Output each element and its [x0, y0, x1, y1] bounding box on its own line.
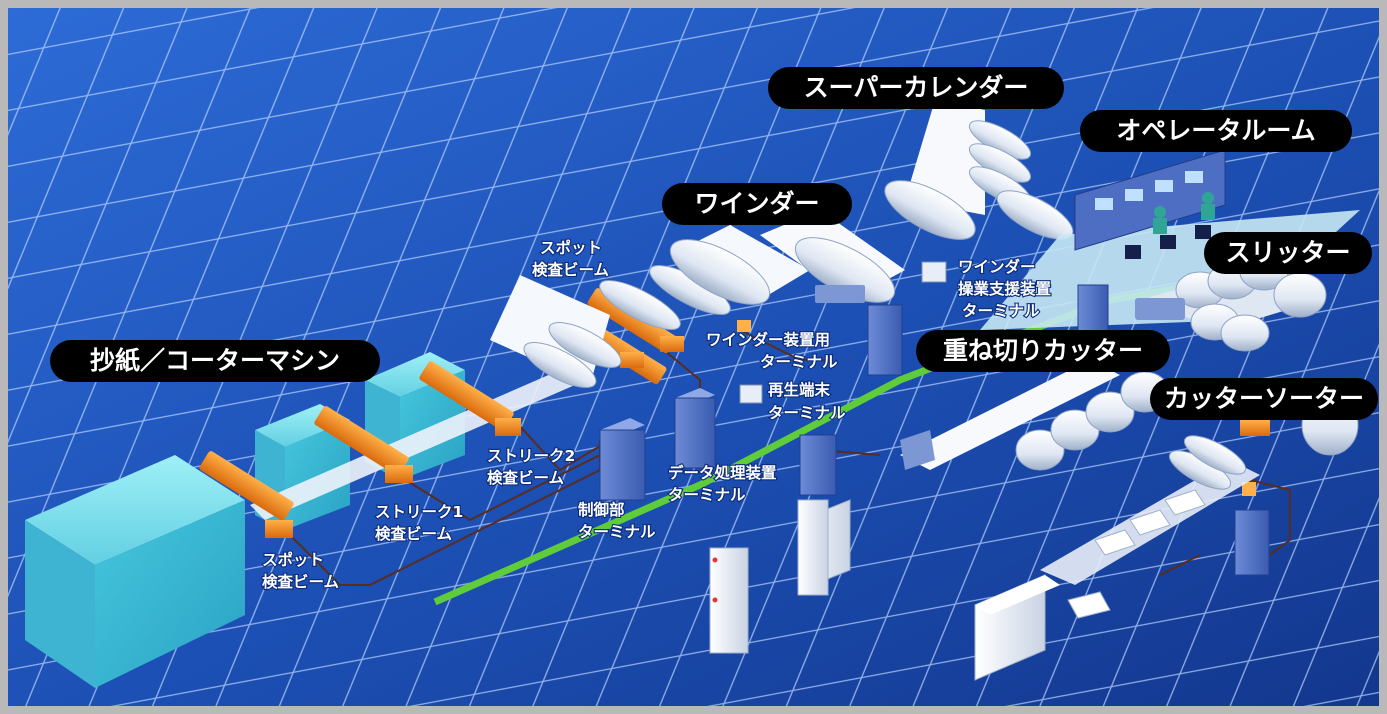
label-line: スポット — [262, 550, 324, 569]
winder-machine — [669, 210, 905, 305]
label-streak-beam-2: ストリーク2 検査ビーム — [486, 446, 576, 488]
pc-terminals — [739, 261, 947, 404]
station-title-paper-machine: 抄紙／コーターマシン — [50, 340, 380, 382]
station-title-winder: ワインダー — [662, 183, 852, 225]
station-label: スーパーカレンダー — [804, 73, 1029, 102]
station-label: スリッター — [1225, 238, 1350, 267]
terminal-cabinets — [599, 284, 1270, 576]
label-control-terminal: 制御部 ターミナル — [577, 499, 657, 542]
label-playback-terminal: 再生端末 ターミナル — [767, 379, 847, 423]
label-line: 再生端末 — [768, 380, 831, 399]
label-line: 検査ビーム — [532, 260, 609, 279]
label-line: ワインダー — [958, 257, 1036, 276]
supercalender-machine — [884, 100, 1074, 240]
label-line: 検査ビーム — [487, 468, 564, 487]
label-spot-beam-1: スポット 検査ビーム — [261, 549, 340, 592]
label-line: 操業支援装置 — [958, 279, 1051, 298]
label-streak-beam-1: ストリーク1 検査ビーム — [374, 502, 464, 544]
label-line: 検査ビーム — [375, 524, 452, 543]
station-title-slitter: スリッター — [1204, 232, 1372, 274]
label-line: スポット — [540, 238, 602, 257]
station-label: ワインダー — [694, 189, 819, 218]
station-title-operator-room: オペレータルーム — [1080, 110, 1352, 152]
label-spot-beam-2: スポット 検査ビーム — [531, 237, 610, 280]
station-title-cutter-sorter: カッターソーター — [1150, 378, 1378, 420]
label-line: 制御部 — [578, 500, 625, 519]
station-title-supercalender: スーパーカレンダー — [768, 67, 1064, 109]
station-label: オペレータルーム — [1116, 116, 1315, 145]
label-line: ターミナル — [962, 302, 1040, 320]
label-line: ターミナル — [760, 353, 838, 371]
label-line: ストリーク2 — [487, 447, 575, 465]
label-winder-device-terminal: ワインダー装置用 ターミナル — [705, 329, 839, 372]
label-line: ストリーク1 — [375, 503, 463, 521]
label-line: 検査ビーム — [262, 572, 339, 591]
label-line: ターミナル — [578, 523, 656, 541]
label-line: ターミナル — [768, 404, 846, 422]
station-label: 重ね切りカッター — [943, 336, 1143, 365]
coater-section — [490, 265, 731, 388]
label-line: ターミナル — [668, 486, 746, 504]
label-data-terminal: データ処理装置 ターミナル — [667, 462, 778, 505]
station-label: 抄紙／コーターマシン — [90, 346, 340, 375]
white-cabinets — [709, 499, 829, 654]
station-label: カッターソーター — [1164, 384, 1364, 413]
label-line: ワインダー装置用 — [706, 330, 830, 349]
label-winder-support-terminal: ワインダー 操業支援装置 ターミナル — [957, 256, 1052, 321]
station-title-sheeter: 重ね切りカッター — [916, 330, 1170, 372]
label-line: データ処理装置 — [668, 463, 777, 482]
